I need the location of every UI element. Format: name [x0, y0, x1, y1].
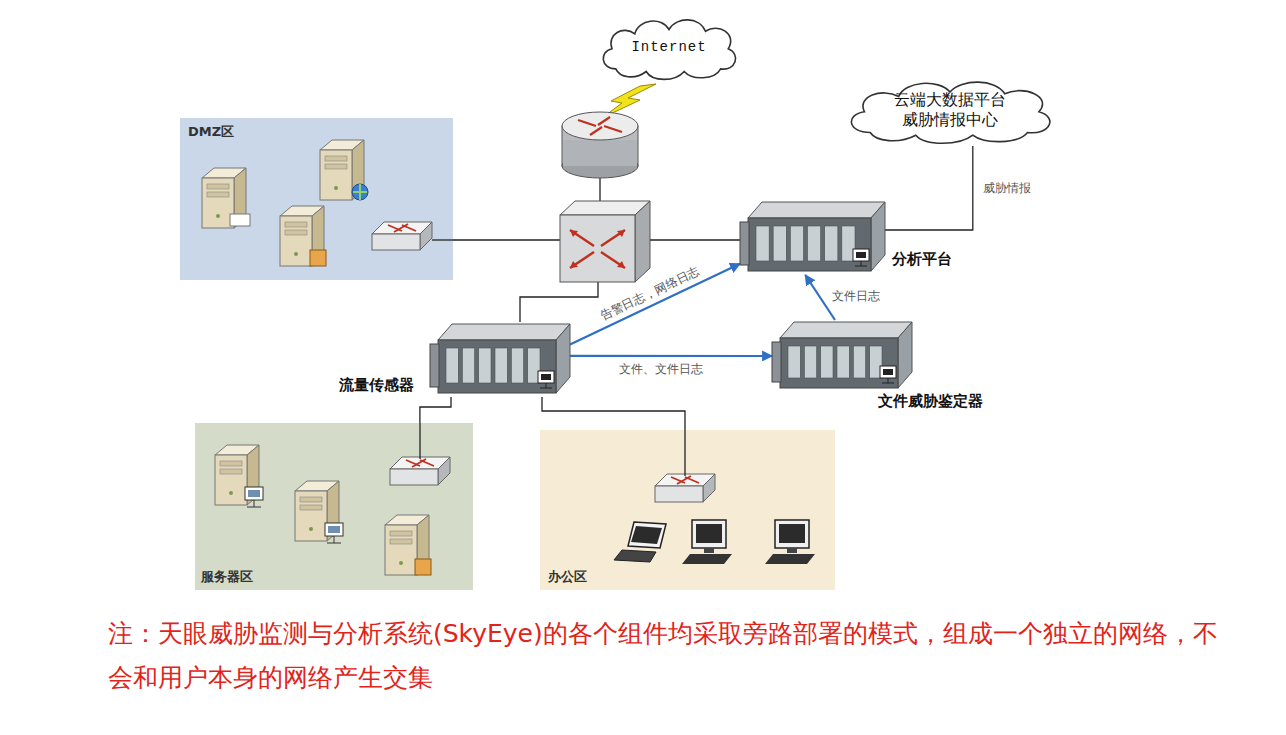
link-line: [885, 146, 973, 230]
edge-label: 文件日志: [830, 288, 882, 303]
panel-shape: [180, 118, 453, 280]
zone-label: DMZ区: [188, 123, 234, 141]
flow-arrow: [570, 264, 740, 345]
zone-label: 办公区: [548, 568, 587, 586]
cloud-label: Internet: [631, 37, 706, 57]
device-shape: [430, 322, 570, 397]
core-switch-symbol: [560, 201, 650, 282]
panel-shape: [195, 423, 473, 590]
desktop-pc: [682, 520, 732, 564]
cloud-node: 云端大数据平台 威胁情报中心: [836, 74, 1064, 146]
server-tower: [280, 206, 326, 266]
switch-symbol: [390, 457, 450, 485]
zone-panel: DMZ区: [180, 118, 453, 280]
wires: [453, 172, 740, 322]
device-shape: [772, 320, 912, 392]
switch-symbol: [655, 474, 715, 502]
server-tower: [295, 481, 343, 543]
link-line: [420, 397, 451, 423]
zone-panel: 办公区: [540, 430, 835, 590]
flow-arrow: [570, 355, 772, 357]
appliance-node: 分析平台: [740, 200, 885, 275]
edge-label: 文件、文件日志: [617, 361, 705, 376]
caption: 注：天眼威胁监测与分析系统(SkyEye)的各个组件均采取旁路部署的模式，组成一…: [108, 612, 1228, 700]
edge-label: 告警日志，网络日志: [596, 263, 704, 325]
desktop-pc: [765, 520, 815, 564]
appliance-symbol: [430, 324, 570, 393]
device-label: 流量传感器: [339, 376, 414, 395]
link-line: [542, 397, 685, 430]
appliance-node: 文件威胁鉴定器: [772, 320, 912, 392]
appliance-node: 流量传感器: [430, 322, 570, 397]
server-tower: [320, 140, 368, 200]
cloud-node: Internet: [593, 12, 745, 82]
appliance-symbol: [772, 322, 912, 388]
edge-label: 威胁情报: [981, 181, 1033, 196]
device-shape: [740, 200, 885, 275]
server-tower: [202, 168, 250, 228]
panel-shape: [540, 430, 835, 590]
appliance-symbol: [740, 202, 885, 271]
zone-panel: 服务器区: [195, 423, 473, 590]
laptop: [614, 522, 666, 562]
cloud-label: 云端大数据平台 威胁情报中心: [889, 90, 1011, 130]
server-tower: [215, 445, 263, 507]
device-label: 文件威胁鉴定器: [878, 392, 983, 411]
server-tower: [385, 515, 431, 575]
device-label: 分析平台: [892, 250, 952, 269]
switch-symbol: [372, 222, 432, 250]
router-symbol: [562, 112, 638, 178]
zone-label: 服务器区: [201, 568, 253, 586]
